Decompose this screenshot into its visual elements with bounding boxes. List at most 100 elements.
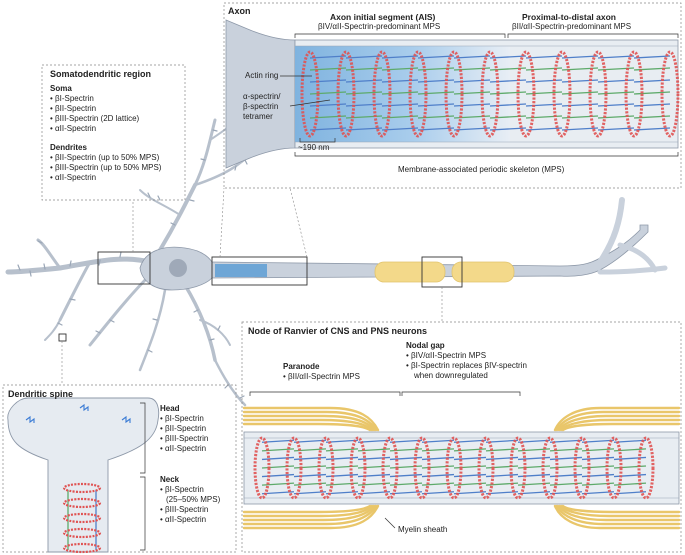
node-panel (241, 321, 682, 553)
spectrin-tetramer (489, 91, 527, 95)
distal-title: Proximal-to-distal axon (522, 12, 616, 22)
spectrin-tetramer (421, 448, 455, 452)
axon-title: Axon (228, 6, 251, 16)
spectrin-tetramer (293, 448, 327, 452)
spectrin-tetramer (381, 55, 419, 59)
node-myelin-sheath (242, 406, 681, 530)
actin-ring (336, 50, 356, 138)
myelin-lamella (555, 504, 681, 526)
tetramer-pointer (289, 99, 331, 107)
myelin-lamella (242, 414, 376, 432)
spectrin-tetramer (633, 79, 671, 83)
neck-bracket (140, 476, 146, 551)
spectrin-tetramer (389, 439, 423, 443)
spectrin-tetramer (381, 91, 419, 95)
soma-item: βIII-Spectrin (2D lattice) (50, 114, 139, 124)
spectrin-tetramer (293, 439, 327, 443)
paranode-item: βII/αII-Spectrin MPS (283, 372, 360, 382)
actin-ring (660, 50, 680, 138)
dendrites-heading: Dendrites (50, 143, 87, 152)
spectrin-tetramer (381, 79, 419, 83)
spectrin-tetramer (453, 465, 487, 469)
actin-ring (624, 50, 644, 138)
head-item: βII-Spectrin (160, 424, 208, 434)
actin-ring (62, 512, 102, 524)
myelin-lamella (242, 418, 374, 432)
gap-bracket (401, 391, 521, 396)
ais-title: Axon initial segment (AIS) (330, 12, 436, 22)
spectrin-tetramer (549, 448, 583, 452)
neck-item: (25–50% MPS) (160, 495, 220, 505)
soma-heading: Soma (50, 84, 72, 93)
spectrin-tetramer (309, 103, 347, 107)
spectrin-tetramer (517, 465, 551, 469)
spectrin-tetramer (489, 103, 527, 107)
actin-ring (317, 436, 335, 500)
actin-ring (516, 50, 536, 138)
gap-list: βIV/αII-Spectrin MPS βI-Spectrin replace… (406, 351, 527, 371)
actin-ring (62, 482, 102, 494)
ais-subtitle: βIV/αII-Spectrin-predominant MPS (318, 22, 441, 31)
ais-zoom-box (211, 256, 308, 286)
actin-ring (552, 50, 572, 138)
actin-ring (372, 50, 392, 138)
spectrin-tetramer (417, 91, 455, 95)
spectrin-tetramer (613, 448, 647, 452)
spectrin-tetramer (633, 91, 671, 95)
myelin-lamella (555, 410, 681, 432)
neck-item: αII-Spectrin (160, 515, 220, 525)
spectrin-tetramer (561, 79, 599, 83)
spectrin-tetramer (633, 127, 671, 131)
soma-item: βII-Spectrin (50, 104, 139, 114)
neuron (5, 104, 257, 407)
axon-shaft (204, 224, 649, 279)
spectrin-tetramer (345, 103, 383, 107)
spectrin-tetramer (261, 448, 295, 452)
actin-ring (477, 436, 495, 500)
head-item: βIII-Spectrin (160, 434, 208, 444)
spectrin-tetramer (597, 103, 635, 107)
myelin-pointer (384, 517, 396, 529)
spectrin-tetramer (261, 439, 295, 443)
actin-ring (62, 497, 102, 509)
spectrin-tetramer (549, 465, 583, 469)
gap-item: βI-Spectrin replaces βIV-spectrin (406, 361, 527, 371)
spectrin-tetramer (561, 127, 599, 131)
myelin-lamella (559, 418, 681, 432)
axon-panel (223, 2, 682, 189)
dendrites-list: βII-Spectrin (up to 50% MPS) βIII-Spectr… (50, 153, 161, 183)
nucleus (169, 259, 187, 277)
myelin-lamella (557, 414, 681, 432)
spectrin-tetramer (345, 79, 383, 83)
spectrin-tetramer (517, 439, 551, 443)
actin-ring (413, 436, 431, 500)
gap-heading: Nodal gap (406, 341, 445, 350)
actin-ring-label: Actin ring (245, 71, 279, 80)
neck-item: βI-Spectrin (160, 485, 220, 495)
myelin-lamella (242, 422, 372, 432)
spectrin-tetramer (357, 439, 391, 443)
spectrin-tetramer (293, 465, 327, 469)
neck-item-note: (25–50% MPS) (166, 495, 221, 504)
actin-ring (62, 527, 102, 539)
tetramer-label-2: β-spectrin (243, 102, 279, 111)
spectrin-tetramer (525, 127, 563, 131)
spectrin-tetramer (597, 79, 635, 83)
dendrite-item: βIII-Spectrin (up to 50% MPS) (50, 163, 161, 173)
actin-ring (588, 50, 608, 138)
soma-zoom-box (97, 251, 151, 285)
myelin-lamella (242, 504, 372, 514)
spectrin-tetramer (517, 448, 551, 452)
node-title: Node of Ranvier of CNS and PNS neurons (248, 326, 428, 336)
somatodendritic-title: Somatodendritic region (50, 69, 152, 79)
head-item: βI-Spectrin (160, 414, 208, 424)
myelin-segment-1 (374, 261, 446, 283)
actin-ring (253, 436, 271, 500)
myelin-lamella (553, 504, 681, 530)
myelin-lamella (561, 422, 681, 432)
spectrin-tetramer (453, 439, 487, 443)
distal-bracket (507, 33, 679, 38)
myelin-label: Myelin sheath (398, 525, 448, 534)
tetramer-label-3: tetramer (243, 112, 273, 121)
